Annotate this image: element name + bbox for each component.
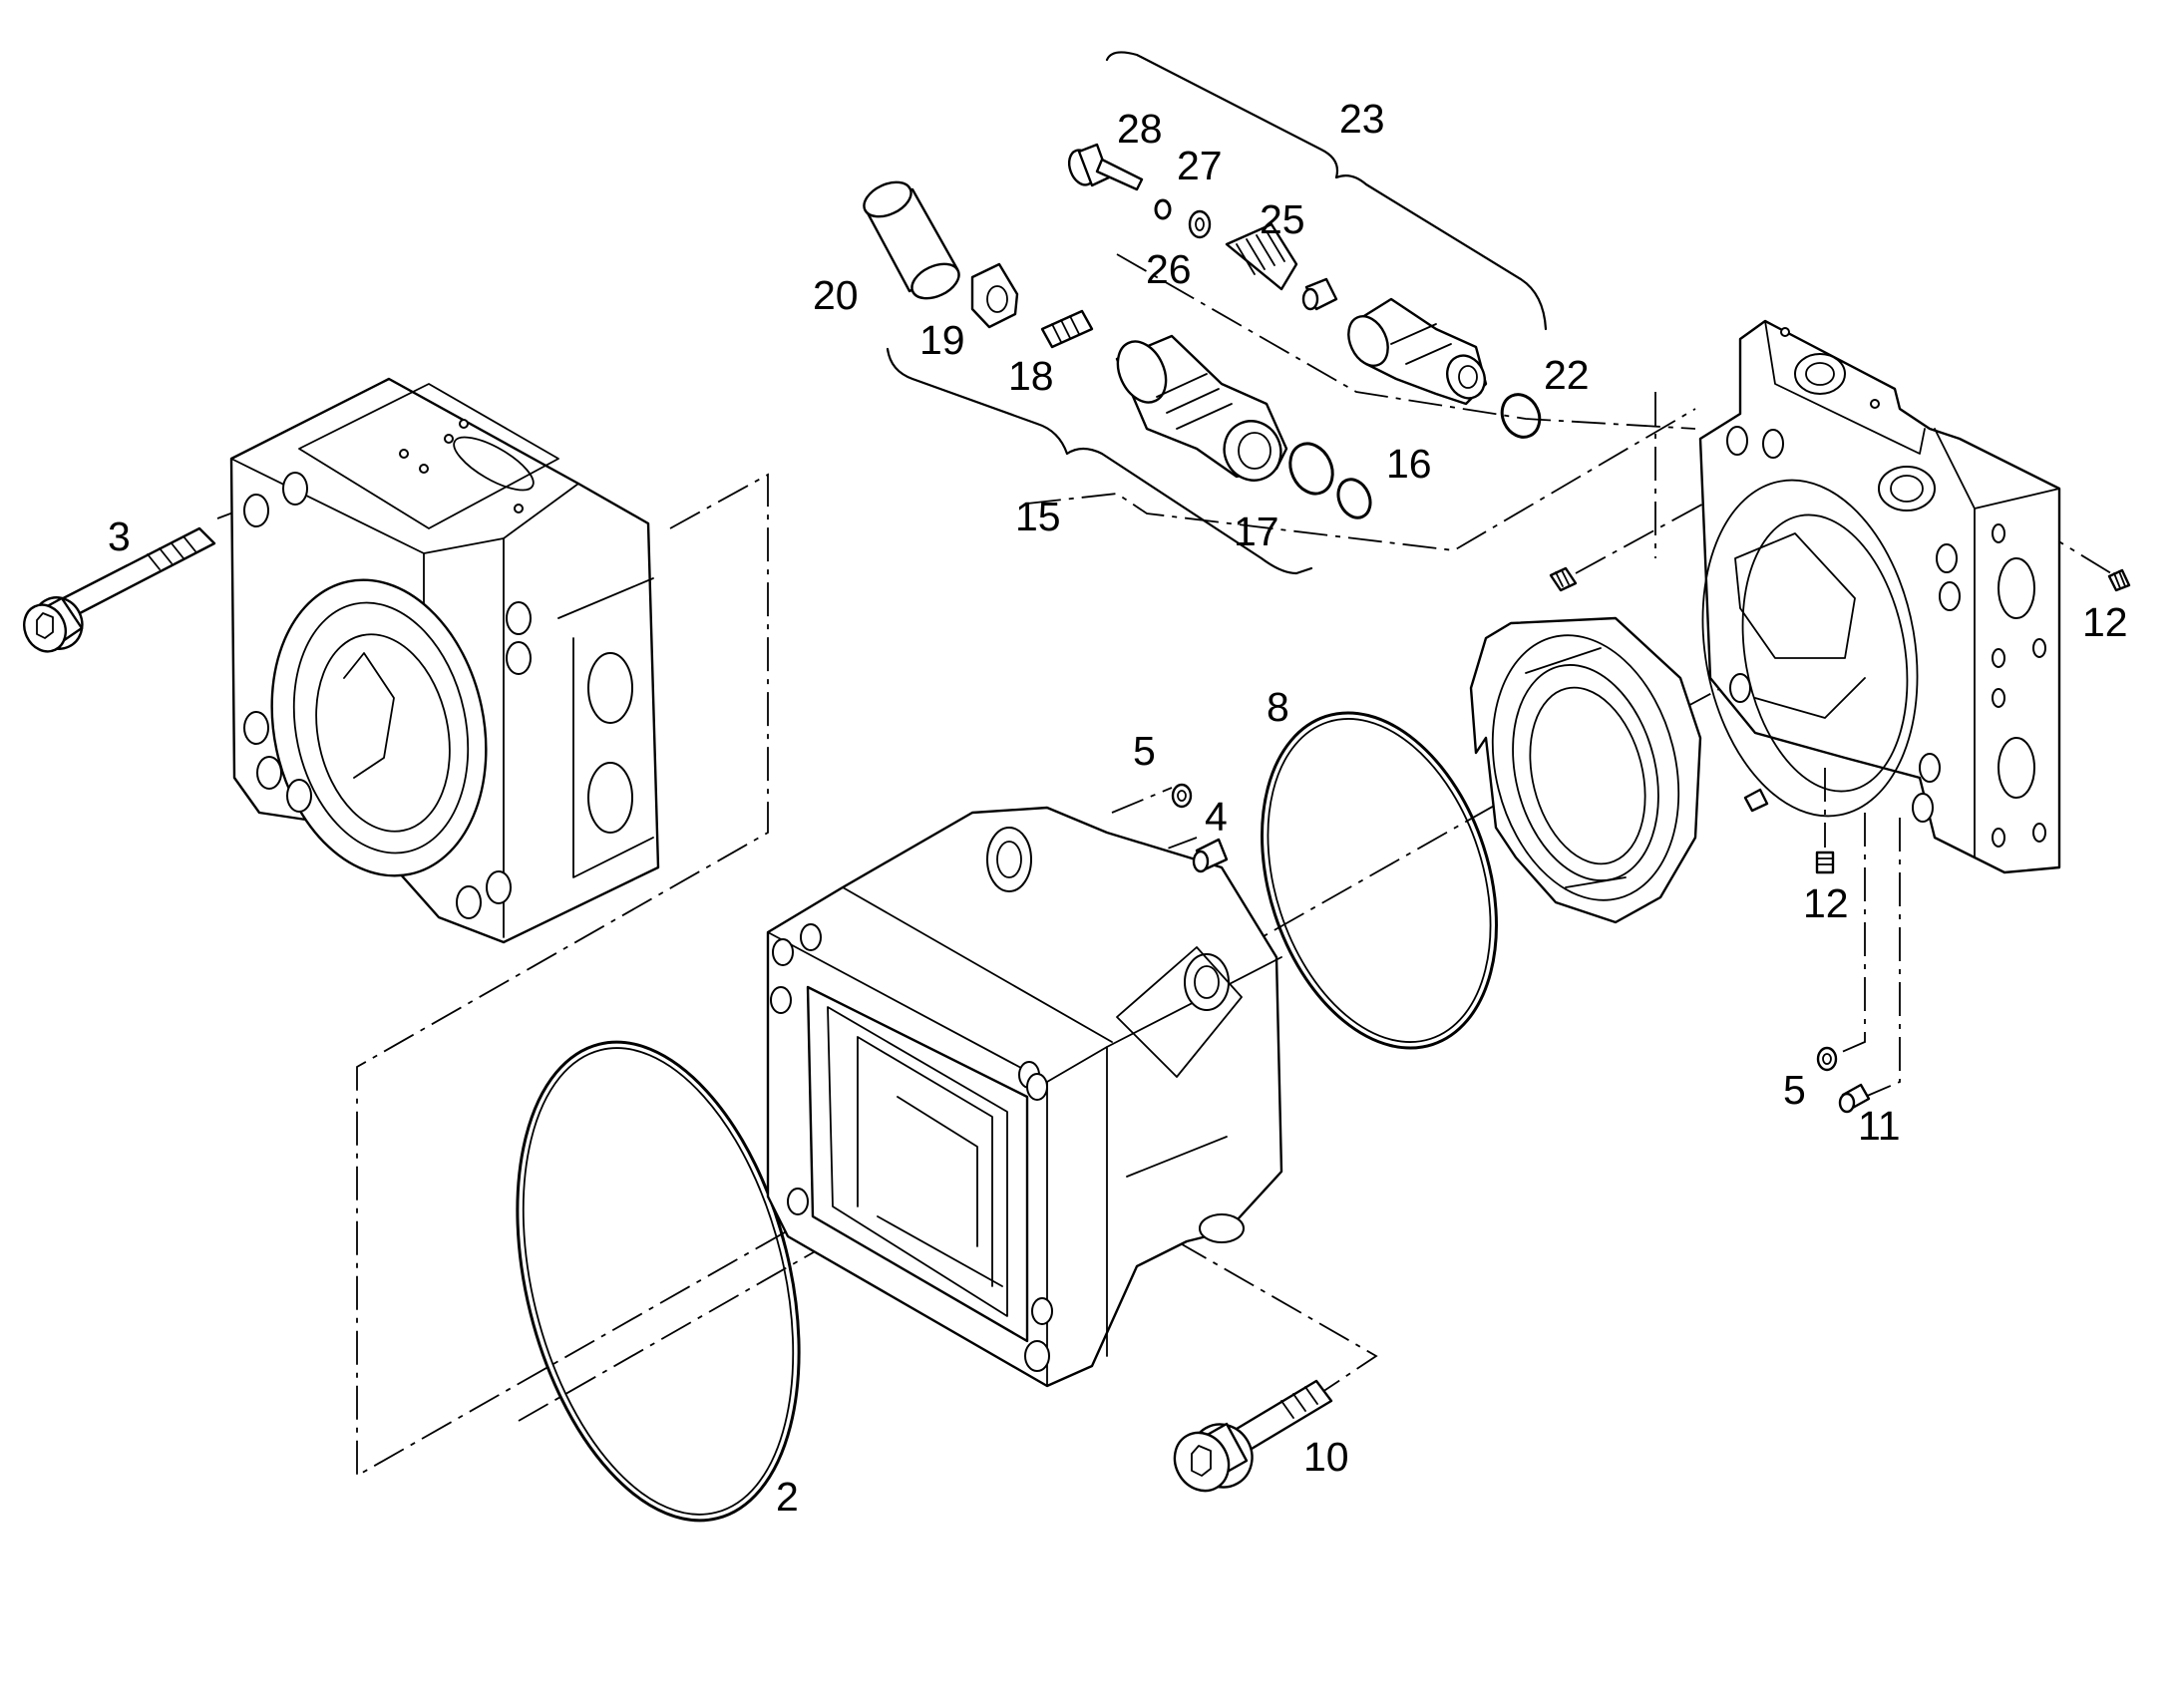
callout-4: 4 (1205, 794, 1228, 840)
callout-5-bottom: 5 (1783, 1067, 1806, 1113)
callout-23: 23 (1339, 96, 1385, 142)
callout-16: 16 (1386, 441, 1432, 487)
callout-18: 18 (1008, 353, 1054, 399)
axis-plug-12-bottom (1654, 392, 1826, 848)
axis-seal-5-top (1111, 787, 1173, 814)
brace-group-23 (1105, 51, 1548, 331)
callout-8: 8 (1267, 684, 1289, 730)
o-ring-27 (1154, 198, 1172, 220)
grub-screw-12-right (2107, 568, 2131, 592)
axis-screw-10 (1176, 1240, 1378, 1437)
axis-side-plugs (1834, 813, 1901, 1098)
pin-4 (1192, 838, 1229, 873)
axis-valve-23 (1116, 253, 1696, 430)
callout-15: 15 (1015, 494, 1061, 539)
grub-screw-12-bottom (1815, 851, 1835, 874)
callout-17: 17 (1234, 509, 1279, 554)
axis-left-housing-frame (356, 473, 814, 1478)
callout-2: 2 (776, 1474, 799, 1520)
cap-20 (863, 180, 960, 300)
screw-3 (23, 526, 216, 653)
callout-labels: 2 3 4 5 5 8 10 11 12 12 12 15 16 17 18 1… (108, 96, 2128, 1520)
axis-oring-8 (1226, 787, 1527, 958)
screw-10 (1173, 1379, 1333, 1493)
adjusting-screw-28 (1067, 143, 1144, 191)
o-ring-2 (516, 1040, 801, 1523)
spring-18 (1040, 309, 1094, 349)
callout-19: 19 (919, 317, 965, 363)
seal-5-bottom (1816, 1046, 1838, 1072)
spring-25 (1225, 222, 1298, 291)
callout-22: 22 (1544, 352, 1590, 398)
valve-block (1698, 319, 2061, 874)
callout-12-bottom: 12 (1803, 880, 1849, 926)
callout-25: 25 (1260, 196, 1305, 242)
grub-screw-12-plate (1743, 788, 1769, 813)
seal-5-top (1171, 783, 1193, 809)
axis-valve-15 (1026, 408, 1696, 551)
hex-nut-19 (970, 262, 1019, 329)
end-cover-housing (229, 377, 660, 944)
callout-27: 27 (1177, 143, 1223, 188)
callout-12-right: 12 (2082, 599, 2128, 645)
plug-screw-11 (1838, 1083, 1871, 1114)
o-ring-8 (1261, 711, 1498, 1050)
callout-3: 3 (108, 513, 131, 559)
port-plate (1469, 616, 1702, 924)
callout-28: 28 (1117, 106, 1163, 152)
valve-cartridge-23 (1347, 297, 1488, 406)
valve-cartridge-15 (1115, 334, 1288, 482)
o-ring-22 (1500, 393, 1542, 439)
washer-26 (1188, 209, 1212, 239)
poppet-24 (1301, 277, 1338, 311)
pump-housing (766, 806, 1283, 1388)
callout-11: 11 (1858, 1103, 1901, 1149)
callout-5-top: 5 (1133, 728, 1156, 774)
grub-screw-12-top (1549, 566, 1578, 592)
brace-group-15 (886, 347, 1313, 575)
callout-26: 26 (1146, 246, 1192, 292)
callout-10: 10 (1303, 1434, 1349, 1480)
backup-ring-17 (1288, 442, 1334, 496)
callout-20: 20 (813, 272, 859, 318)
o-ring-16 (1336, 478, 1372, 519)
